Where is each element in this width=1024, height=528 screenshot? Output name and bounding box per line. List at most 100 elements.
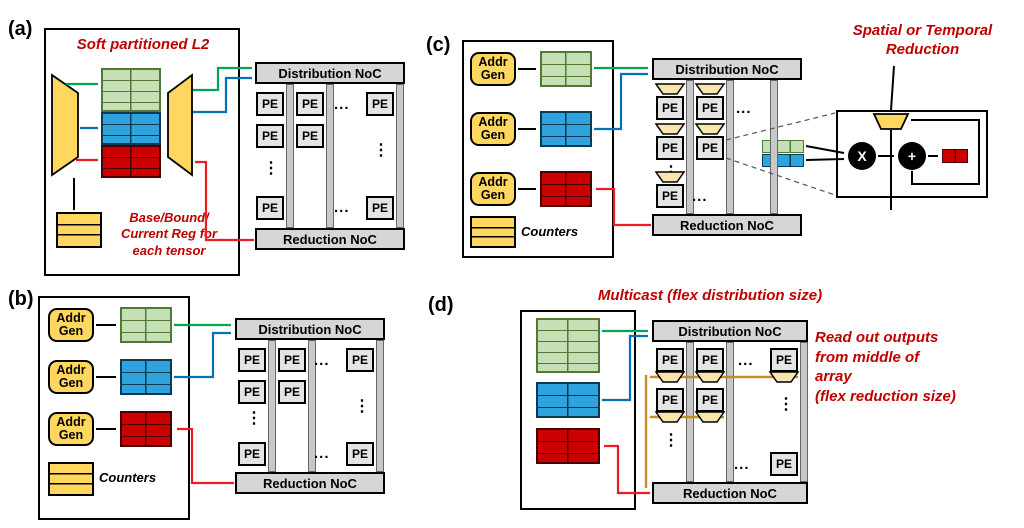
buffer-blue xyxy=(540,111,592,147)
readout-mux-icon xyxy=(694,371,726,383)
addr-gen-box: Addr Gen xyxy=(470,112,516,146)
pe-mux-icon xyxy=(694,123,726,135)
reduction-noc: Reduction NoC xyxy=(652,482,808,504)
l2-memory-red xyxy=(101,145,161,178)
multiplier-icon: X xyxy=(848,142,876,170)
buffer-red xyxy=(540,171,592,207)
v-ellipsis: ⋮ xyxy=(778,396,794,413)
addr-gen-box: Addr Gen xyxy=(48,308,94,342)
panel-a-note: Base/Bound/ Current Reg for each tensor xyxy=(120,210,218,258)
noc-column-bar xyxy=(268,340,276,472)
pe-mux-icon xyxy=(694,83,726,95)
readout-mux-icon xyxy=(654,411,686,423)
noc-column-bar xyxy=(726,80,734,214)
v-ellipsis: ⋮ xyxy=(263,160,279,177)
h-ellipsis: ... xyxy=(334,199,350,216)
pe-box: PE xyxy=(656,96,684,120)
panel-c-note: Spatial or Temporal Reduction xyxy=(852,22,993,58)
pe-box: PE xyxy=(696,388,724,412)
v-ellipsis: ⋮ xyxy=(663,164,679,181)
counters-box xyxy=(56,212,102,248)
pe-box: PE xyxy=(256,92,284,116)
pe-box: PE xyxy=(656,388,684,412)
pe-box: PE xyxy=(696,96,724,120)
reduction-noc: Reduction NoC xyxy=(255,228,405,250)
operand-strip-blue xyxy=(762,154,804,167)
buffer-green xyxy=(120,307,172,343)
pe-box: PE xyxy=(238,442,266,466)
v-ellipsis: ⋮ xyxy=(354,398,370,415)
noc-column-bar xyxy=(686,342,694,482)
buffer-red xyxy=(120,411,172,447)
v-ellipsis: ⋮ xyxy=(246,410,262,427)
pe-box: PE xyxy=(346,348,374,372)
h-ellipsis: ... xyxy=(334,96,350,113)
pe-box: PE xyxy=(770,452,798,476)
panel-c-tag: (c) xyxy=(426,34,451,56)
l2-memory-green xyxy=(101,68,161,112)
distribution-noc: Distribution NoC xyxy=(652,320,808,342)
panel-a-tag: (a) xyxy=(8,18,33,40)
h-ellipsis: ... xyxy=(692,188,708,205)
addr-gen-box: Addr Gen xyxy=(48,360,94,394)
buffer-red xyxy=(536,428,600,464)
counters-box xyxy=(48,462,94,496)
distribution-noc: Distribution NoC xyxy=(235,318,385,340)
panel-a-title: Soft partitioned L2 xyxy=(76,36,210,53)
buffer-blue xyxy=(536,382,600,418)
adder-icon: + xyxy=(898,142,926,170)
noc-column-bar xyxy=(396,84,404,228)
counters-box xyxy=(470,216,516,248)
pe-box: PE xyxy=(346,442,374,466)
reduction-noc: Reduction NoC xyxy=(652,214,802,236)
pe-box: PE xyxy=(656,136,684,160)
pe-mux-icon xyxy=(654,123,686,135)
pe-box: PE xyxy=(296,92,324,116)
panel-d-note-top: Multicast (flex distribution size) xyxy=(597,287,823,304)
h-ellipsis: ... xyxy=(314,445,330,462)
buffer-green xyxy=(536,318,600,373)
v-ellipsis: ⋮ xyxy=(663,432,679,449)
noc-column-bar xyxy=(770,80,778,214)
pe-box: PE xyxy=(256,196,284,220)
pe-box: PE xyxy=(656,348,684,372)
pe-box: PE xyxy=(656,184,684,208)
h-ellipsis: ... xyxy=(736,100,752,117)
pe-mux-icon xyxy=(654,83,686,95)
panel-d-tag: (d) xyxy=(428,294,454,316)
output-cell-red xyxy=(942,149,968,163)
pe-box: PE xyxy=(366,92,394,116)
addr-gen-box: Addr Gen xyxy=(48,412,94,446)
readout-mux-icon xyxy=(654,371,686,383)
noc-column-bar xyxy=(800,342,808,482)
reduction-select-arrow xyxy=(890,65,895,111)
buffer-blue xyxy=(120,359,172,395)
pe-box: PE xyxy=(296,124,324,148)
v-ellipsis: ⋮ xyxy=(373,142,389,159)
readout-mux-icon xyxy=(768,371,800,383)
panel-b-tag: (b) xyxy=(8,288,34,310)
pe-box: PE xyxy=(278,348,306,372)
pe-box: PE xyxy=(256,124,284,148)
distribution-noc: Distribution NoC xyxy=(652,58,802,80)
noc-column-bar xyxy=(686,80,694,214)
pe-box: PE xyxy=(366,196,394,220)
operand-strip-green xyxy=(762,140,804,153)
reduction-noc: Reduction NoC xyxy=(235,472,385,494)
zoom-callout-line xyxy=(725,112,836,141)
addr-gen-box: Addr Gen xyxy=(470,172,516,206)
pe-box: PE xyxy=(696,136,724,160)
addr-gen-box: Addr Gen xyxy=(470,52,516,86)
noc-column-bar xyxy=(308,340,316,472)
panel-d-note-right: Read out outputs from middle of array (f… xyxy=(815,329,956,405)
distribution-noc: Distribution NoC xyxy=(255,62,405,84)
buffer-green xyxy=(540,51,592,87)
noc-column-bar xyxy=(326,84,334,228)
readout-mux-icon xyxy=(694,411,726,423)
noc-column-bar xyxy=(286,84,294,228)
h-ellipsis: ... xyxy=(734,456,750,473)
counters-label: Counters xyxy=(521,224,579,239)
noc-column-bar xyxy=(376,340,384,472)
h-ellipsis: ... xyxy=(314,352,330,369)
